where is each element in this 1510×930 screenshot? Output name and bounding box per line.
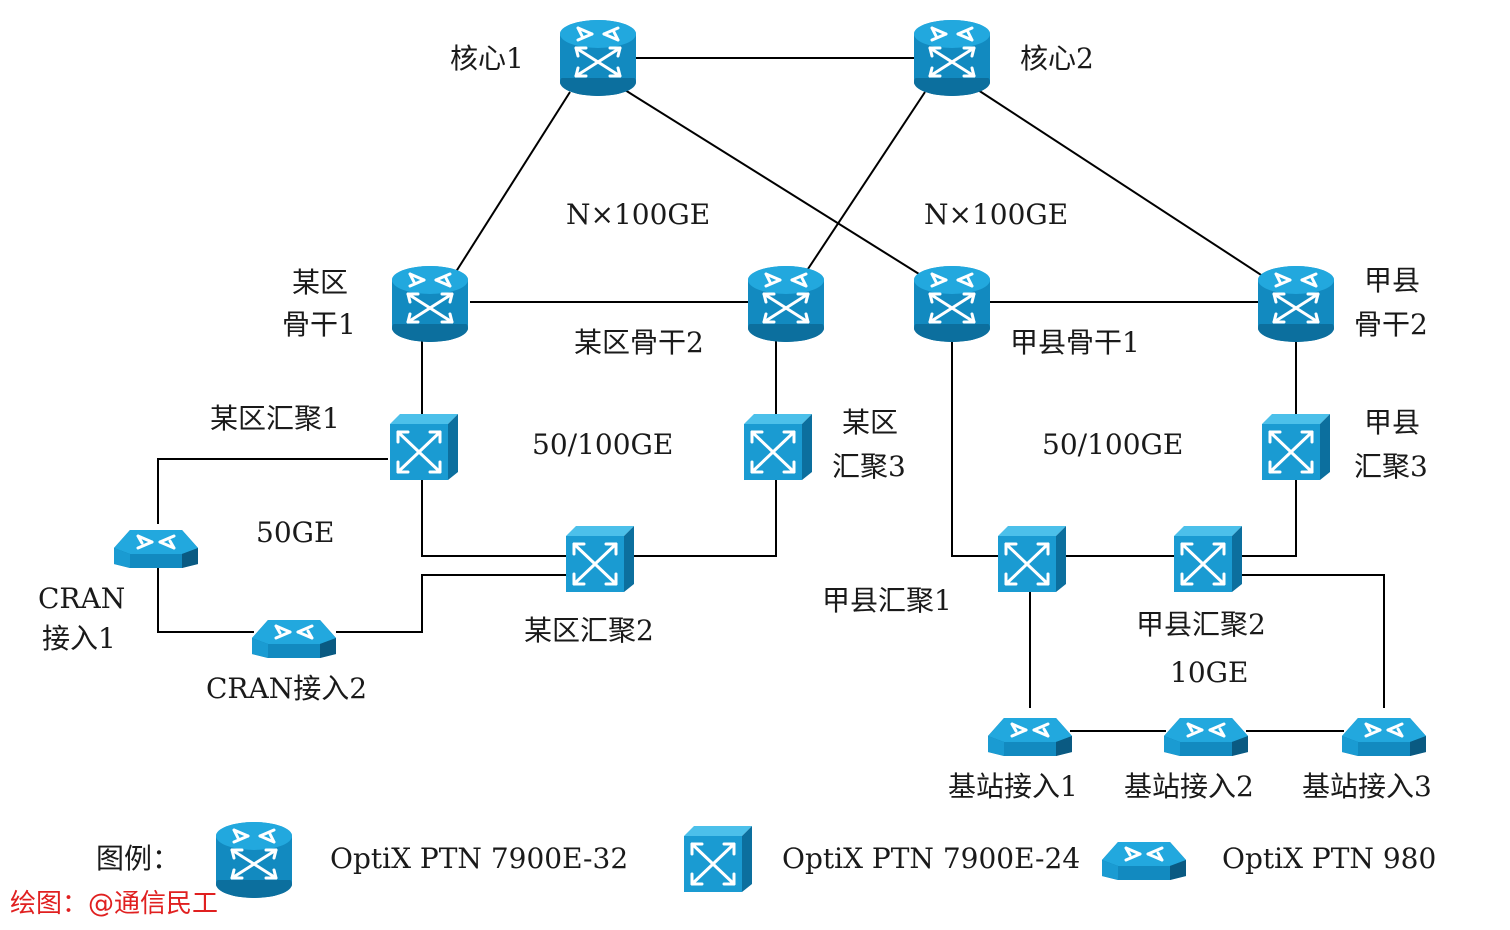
legend-access-label: OptiX PTN 980 xyxy=(1222,842,1436,875)
county-agg2-switch-icon xyxy=(1172,524,1244,594)
core1-router-icon xyxy=(558,18,638,98)
link-area-backbone2-area-agg2 xyxy=(630,328,777,557)
link-core1-county-backbone1 xyxy=(624,89,936,285)
link-county-backbone2-county-agg2 xyxy=(1238,328,1297,557)
county-agg3-switch-icon xyxy=(1260,412,1332,482)
core-left-bandwidth-label: N×100GE xyxy=(566,198,710,231)
bs1-label: 基站接入1 xyxy=(948,770,1078,803)
bs1-access-icon xyxy=(986,716,1074,758)
area-backbone2-router-icon xyxy=(746,264,826,344)
links xyxy=(157,57,1385,732)
county-backbone1-label: 甲县骨干1 xyxy=(1010,326,1140,359)
core-right-bandwidth-label: N×100GE xyxy=(924,198,1068,231)
area-agg3-label-line2: 汇聚3 xyxy=(832,450,906,483)
link-labels: N×100GE N×100GE 50/100GE 50/100GE 50GE 1… xyxy=(256,198,1248,689)
area-agg3-switch-icon xyxy=(742,412,814,482)
area-backbone2-label: 某区骨干2 xyxy=(574,326,704,359)
area-agg1-switch-icon xyxy=(388,412,460,482)
link-area-backbone1-area-agg2 xyxy=(421,328,566,557)
legend-title: 图例： xyxy=(96,842,180,875)
legend-router-icon xyxy=(214,820,294,900)
county-agg1-switch-icon xyxy=(996,524,1068,594)
county-agg1-label: 甲县汇聚1 xyxy=(822,584,952,617)
core2-label: 核心2 xyxy=(1020,42,1094,75)
legend-switch-icon xyxy=(682,824,754,894)
area-backbone1-router-icon xyxy=(390,264,470,344)
link-cran2-area-agg2 xyxy=(336,574,566,633)
cran-ring-bandwidth-label: 50GE xyxy=(256,516,334,549)
link-area-agg1-cran1 xyxy=(157,458,388,524)
cran1-access-icon xyxy=(112,528,200,570)
link-county-agg2-bs3 xyxy=(1238,574,1385,708)
link-county-backbone1-county-agg1 xyxy=(951,328,998,557)
agg-left-bandwidth-label: 50/100GE xyxy=(532,428,673,461)
agg-right-bandwidth-label: 50/100GE xyxy=(1042,428,1183,461)
county-backbone1-router-icon xyxy=(912,264,992,344)
legend-switch-label: OptiX PTN 7900E-24 xyxy=(782,842,1080,875)
area-agg2-label: 某区汇聚2 xyxy=(524,614,654,647)
legend-router-label: OptiX PTN 7900E-32 xyxy=(330,842,628,875)
node-labels: 核心1 核心2 某区 骨干1 某区骨干2 甲县骨干1 甲县 骨干2 某区汇聚1 … xyxy=(38,42,1432,803)
area-backbone1-label-line2: 骨干1 xyxy=(282,308,356,341)
link-core1-area-backbone1 xyxy=(451,91,571,279)
area-agg3-label-line1: 某区 xyxy=(842,406,898,439)
link-core2-county-backbone2 xyxy=(977,89,1276,285)
cran1-label-line2: 接入1 xyxy=(42,622,116,655)
area-agg1-label: 某区汇聚1 xyxy=(210,402,340,435)
legend: 图例： OptiX PTN 7900E-32 OptiX PTN 7900E-2… xyxy=(96,820,1436,900)
bs-ring-bandwidth-label: 10GE xyxy=(1170,656,1248,689)
bs2-label: 基站接入2 xyxy=(1124,770,1254,803)
area-agg2-switch-icon xyxy=(564,524,636,594)
county-agg2-label: 甲县汇聚2 xyxy=(1136,608,1266,641)
cran1-label-line1: CRAN xyxy=(38,582,125,615)
county-backbone2-label-line1: 甲县 xyxy=(1364,264,1420,297)
county-agg3-label-line1: 甲县 xyxy=(1364,406,1420,439)
cran2-label: CRAN接入2 xyxy=(206,672,367,705)
county-backbone2-label-line2: 骨干2 xyxy=(1354,308,1428,341)
area-backbone1-label-line1: 某区 xyxy=(292,266,348,299)
county-backbone2-router-icon xyxy=(1256,264,1336,344)
bs3-access-icon xyxy=(1340,716,1428,758)
link-cran1-cran2 xyxy=(157,566,254,633)
cran2-access-icon xyxy=(250,618,338,660)
county-agg3-label-line2: 汇聚3 xyxy=(1354,450,1428,483)
legend-access-icon xyxy=(1100,840,1188,882)
bs3-label: 基站接入3 xyxy=(1302,770,1432,803)
link-core2-area-backbone2 xyxy=(801,91,926,279)
devices xyxy=(112,18,1428,758)
credit-text: 绘图：@通信民工 xyxy=(10,889,218,919)
core1-label: 核心1 xyxy=(450,42,524,75)
bs2-access-icon xyxy=(1162,716,1250,758)
core2-router-icon xyxy=(912,18,992,98)
